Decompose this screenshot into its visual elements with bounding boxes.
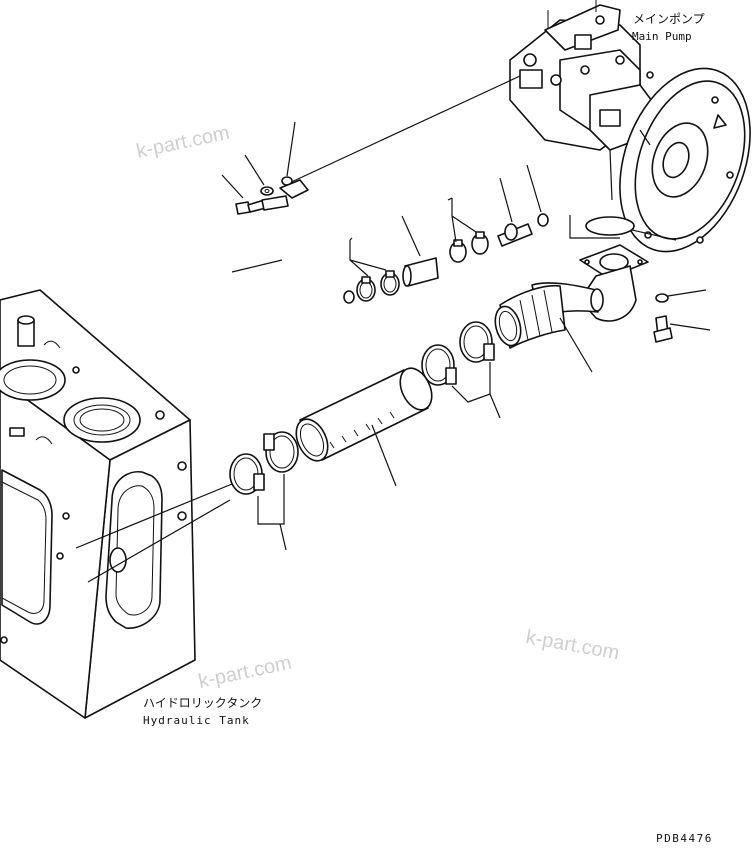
drawing-number: PDB4476 (656, 832, 713, 845)
main-pump-label-en: Main Pump (632, 30, 692, 43)
large-hose (494, 284, 593, 373)
watermark: k-part.com (196, 652, 293, 693)
watermark: k-part.com (134, 122, 231, 163)
hose-clamps-large-upper (421, 321, 501, 419)
small-parts (221, 121, 355, 304)
watermark: k-part.com (524, 626, 621, 664)
suction-elbow (531, 215, 711, 343)
main-pump (509, 0, 751, 253)
hydraulic-tank-label-jp: ハイドロリックタンク (143, 696, 262, 710)
hose-clamps-large-lower (229, 431, 299, 551)
o-ring (585, 216, 635, 236)
hose-clamps-small (349, 164, 549, 302)
hydraulic-tank-label-en: Hydraulic Tank (143, 714, 250, 727)
hydraulic-tank (0, 289, 233, 719)
straight-hose (295, 367, 433, 487)
main-pump-label-jp: メインポンプ (633, 12, 705, 26)
